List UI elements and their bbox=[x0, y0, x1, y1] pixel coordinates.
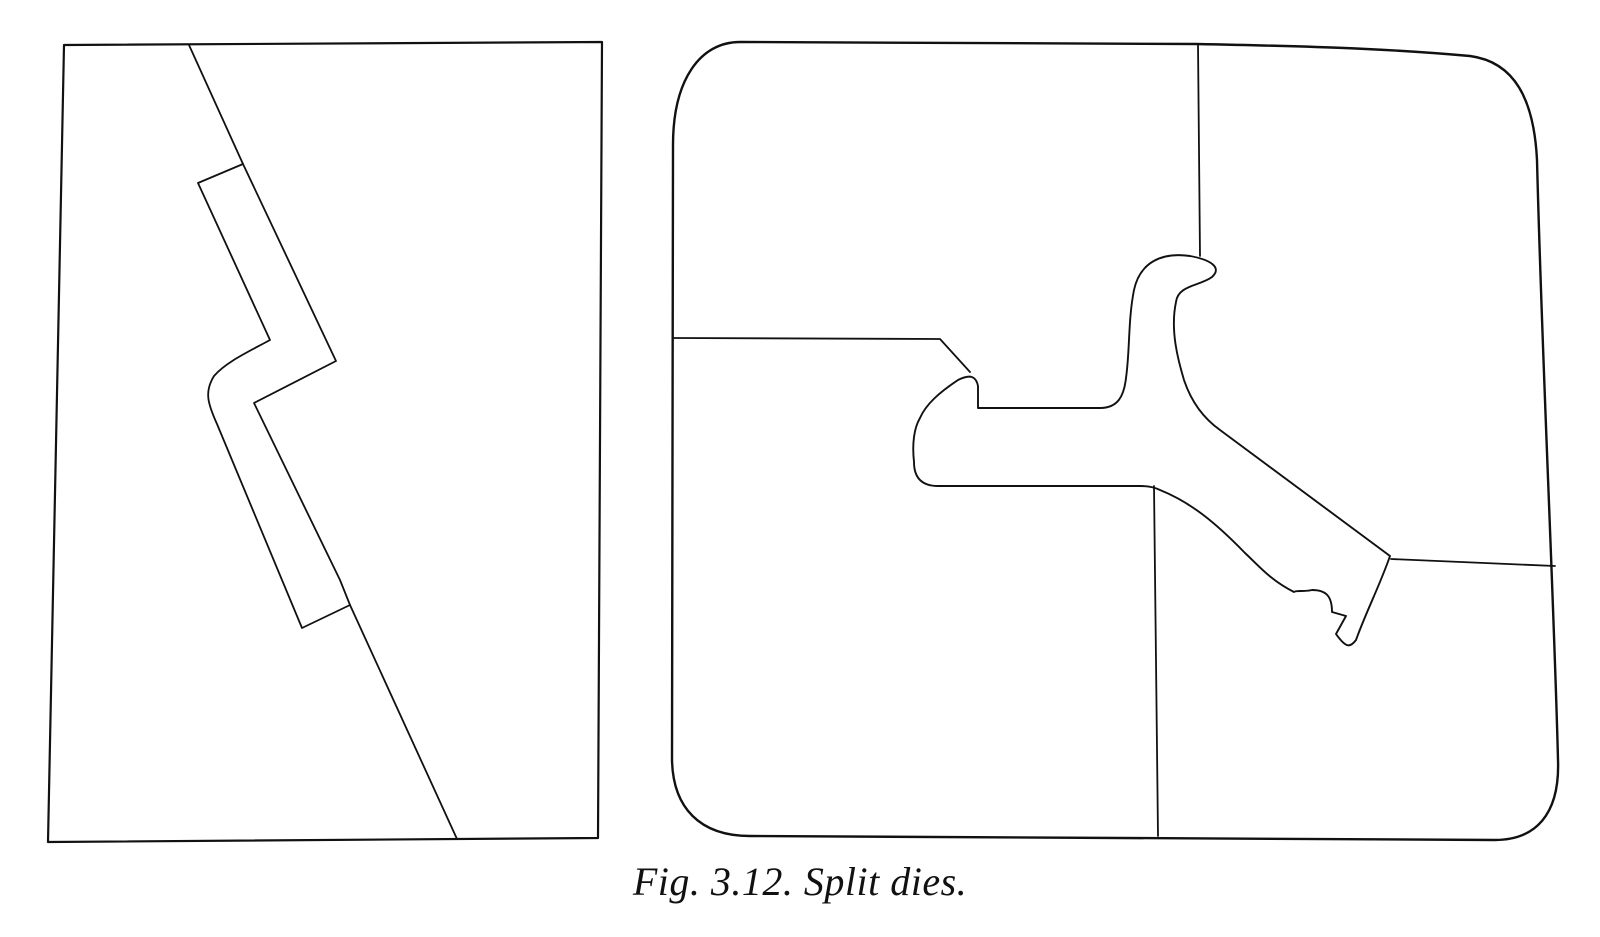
right-die-outline bbox=[670, 40, 1560, 842]
figure-caption: Fig. 3.12. Split dies. bbox=[632, 859, 968, 904]
right-die-diagram bbox=[670, 40, 1560, 842]
right-die-cavity bbox=[912, 254, 1391, 647]
right-parting-line-left bbox=[672, 337, 971, 373]
left-die-cavity bbox=[197, 163, 351, 629]
left-parting-line-lower bbox=[349, 604, 458, 840]
right-parting-line-bottom bbox=[1153, 485, 1159, 837]
left-die-diagram bbox=[46, 40, 604, 844]
right-parting-line-top bbox=[1197, 43, 1201, 257]
left-parting-line-upper bbox=[188, 44, 244, 165]
left-die-outline bbox=[46, 40, 604, 844]
right-parting-line-right bbox=[1390, 558, 1556, 567]
